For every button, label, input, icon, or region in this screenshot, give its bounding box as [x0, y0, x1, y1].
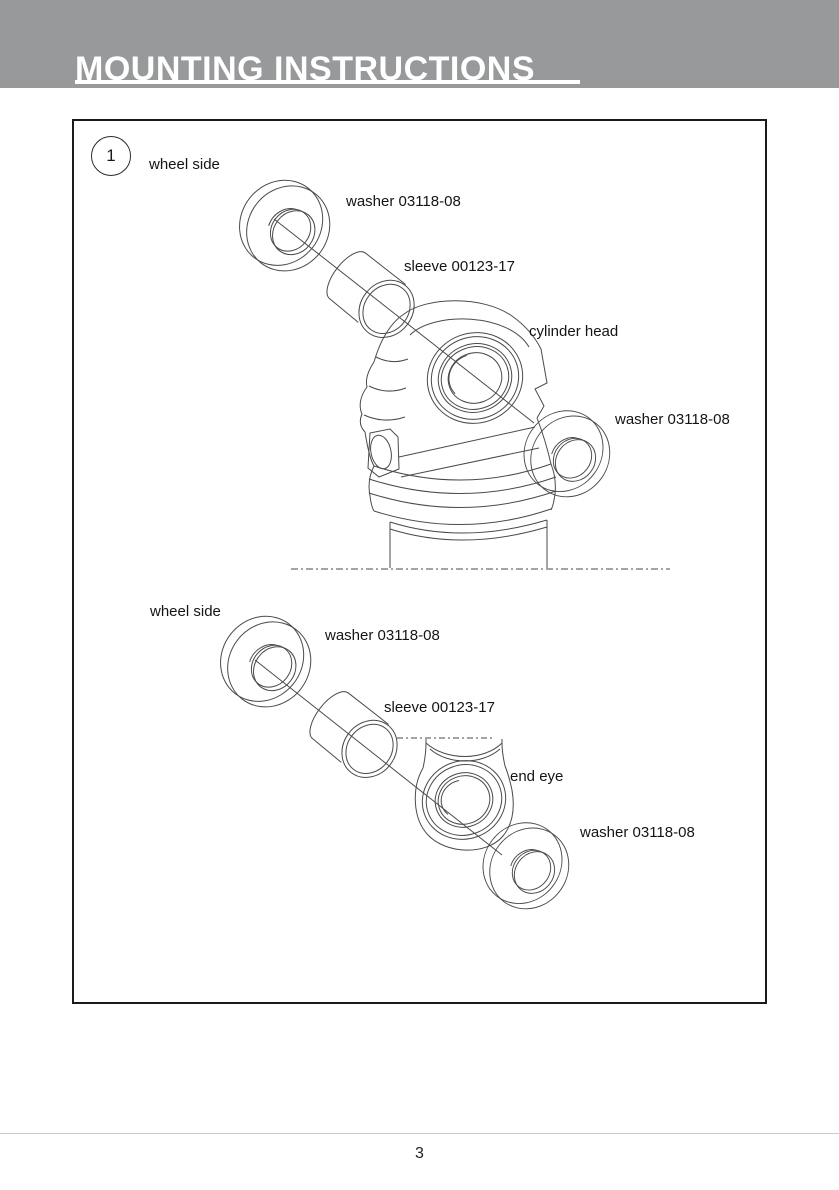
axis-centerline — [273, 218, 535, 424]
label-washer-side: washer 03118-08 — [615, 411, 730, 428]
washer-part — [203, 599, 329, 725]
exploded-view-drawing — [203, 163, 670, 926]
washer-part — [507, 394, 627, 514]
axis-centerline — [254, 659, 503, 856]
label-washer-side: washer 03118-08 — [580, 824, 695, 841]
header-band: MOUNTING INSTRUCTIONS — [0, 0, 839, 88]
label-wheel-side: wheel side — [149, 156, 220, 173]
label-sleeve: sleeve 00123-17 — [384, 699, 495, 716]
end-eye-part — [414, 739, 514, 851]
title-underline — [75, 80, 580, 84]
label-washer-top: washer 03118-08 — [346, 193, 461, 210]
label-cylinder-head: cylinder head — [529, 323, 619, 340]
washer-part — [222, 163, 348, 289]
step-number: 1 — [106, 146, 116, 165]
figure-1-drawing — [222, 163, 670, 570]
figure-2-drawing — [203, 599, 586, 926]
label-washer-top: washer 03118-08 — [325, 627, 440, 644]
label-end-eye: end eye — [510, 768, 564, 785]
step-number-badge: 1 — [91, 136, 131, 176]
label-wheel-side: wheel side — [150, 603, 221, 620]
cylinder-head-part — [359, 300, 557, 568]
washer-part — [466, 806, 586, 926]
footer-rule — [0, 1133, 839, 1134]
diagram-frame: 1 wheel side washer 03118-08 sleeve 0012… — [72, 119, 767, 1004]
label-sleeve: sleeve 00123-17 — [404, 258, 515, 275]
page-number: 3 — [415, 1145, 424, 1162]
